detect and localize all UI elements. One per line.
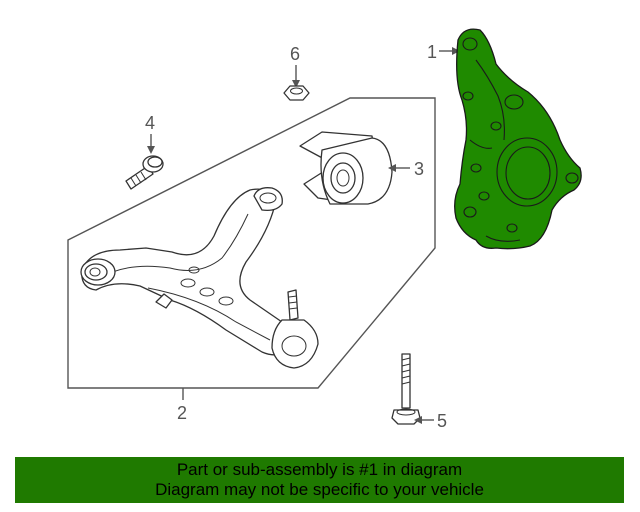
- callout-3[interactable]: 3: [414, 159, 424, 179]
- callout-1-arrow: [452, 47, 460, 55]
- assembly-outline: [67, 97, 436, 389]
- parts-diagram: 2 6 4 3: [67, 28, 582, 431]
- callout-6-arrow: [292, 80, 300, 88]
- bushing-part[interactable]: [299, 131, 393, 205]
- callout-2[interactable]: 2: [177, 403, 187, 423]
- banner-line-2: Diagram may not be specific to your vehi…: [155, 480, 484, 499]
- callout-4[interactable]: 4: [145, 113, 155, 133]
- callout-5[interactable]: 5: [437, 411, 447, 431]
- bolt-part-5[interactable]: [391, 353, 421, 425]
- steering-knuckle-part[interactable]: [454, 28, 582, 250]
- info-banner: Part or sub-assembly is #1 in diagram Di…: [15, 457, 624, 503]
- callout-4-arrow: [147, 146, 155, 154]
- control-arm-part[interactable]: [80, 187, 319, 369]
- callout-3-arrow: [388, 164, 396, 172]
- banner-line-1: Part or sub-assembly is #1 in diagram: [176, 460, 463, 479]
- nut-part[interactable]: [283, 85, 310, 101]
- bolt-part-4[interactable]: [125, 155, 164, 190]
- callout-1[interactable]: 1: [427, 42, 437, 62]
- callout-6[interactable]: 6: [290, 44, 300, 64]
- callout-5-arrow: [414, 416, 422, 424]
